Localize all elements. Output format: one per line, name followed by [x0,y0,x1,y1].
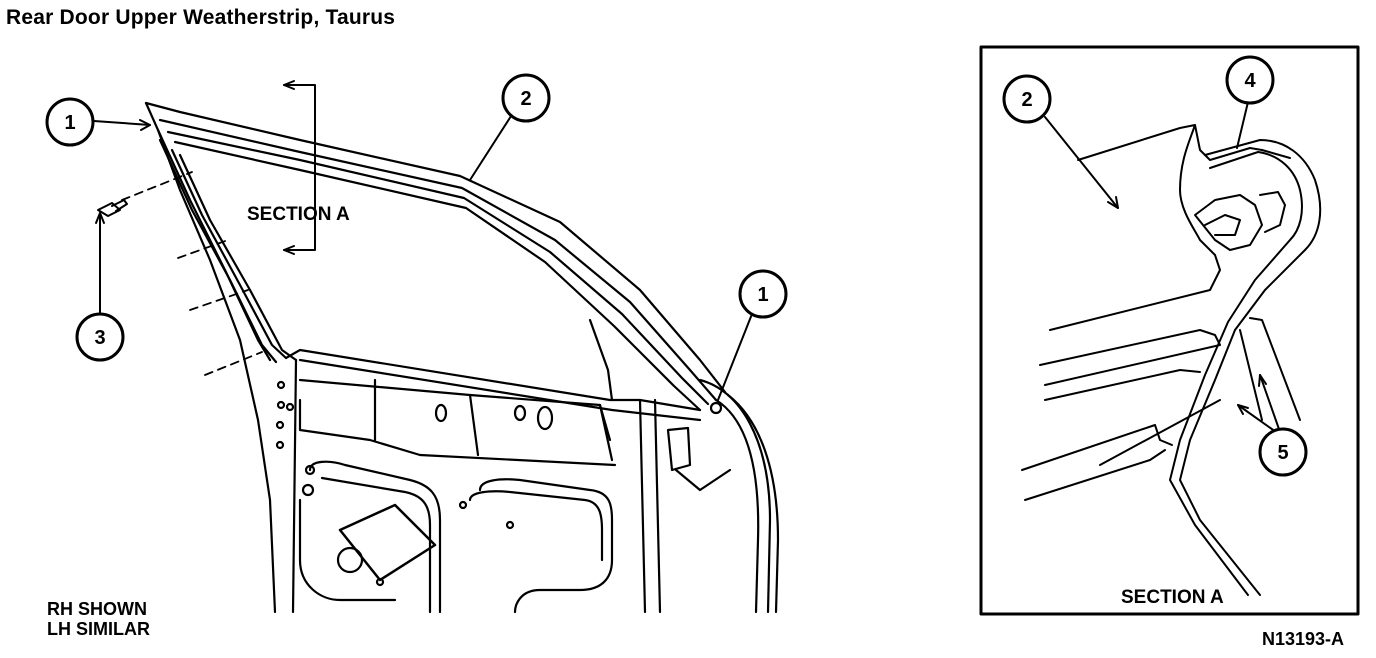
section-a-inset-drawing [1021,124,1322,596]
section-a-inset-frame [979,45,1360,616]
inset-section-a-label: SECTION A [1121,587,1224,608]
note-line-1: RH SHOWN [47,599,147,619]
note-line-2: LH SIMILAR [47,619,150,639]
callout-2-top: 2 [501,73,551,123]
page-title: Rear Door Upper Weatherstrip, Taurus [6,6,396,29]
section-cut-arrows [283,80,316,255]
callout-1-right: 1 [738,269,788,319]
callout-1-top: 1 [45,97,95,147]
inset-callout-5: 5 [1258,427,1308,477]
inset-callout-5-label: 5 [1277,442,1288,464]
inset-callout-4: 4 [1225,55,1275,105]
inset-callout-4-label: 4 [1244,70,1256,92]
orientation-note: RH SHOWN LH SIMILAR [47,599,150,639]
inset-leader-lines [1044,101,1281,433]
door-frame [144,101,780,614]
leader-lines [93,112,753,401]
callout-3-label: 3 [94,327,105,349]
inset-callout-2: 2 [1002,74,1052,124]
callout-2-top-label: 2 [520,88,531,110]
figure-id: N13193-A [1262,629,1345,649]
callout-1-right-label: 1 [757,284,768,306]
callout-1-top-label: 1 [64,112,75,134]
screw-icon [97,199,128,217]
section-a-label: SECTION A [247,204,350,225]
fastener-lines [121,171,263,376]
inset-callout-2-label: 2 [1021,89,1032,111]
callout-3: 3 [75,312,125,362]
